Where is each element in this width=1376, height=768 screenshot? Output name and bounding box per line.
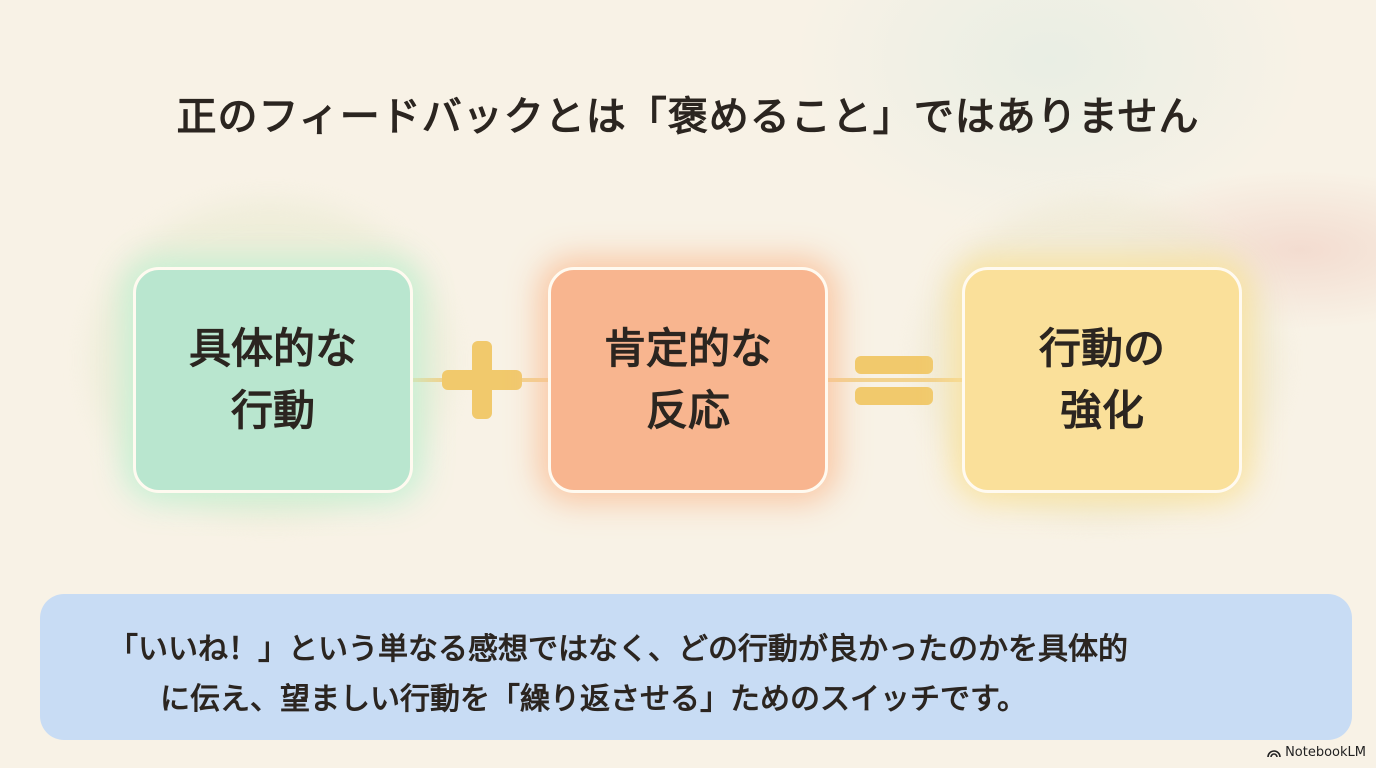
page-title: 正のフィードバックとは「褒めること」ではありません [176,94,1200,140]
description-line-2: に伝え、望ましい行動を「繰り返させる」ためのスイッチです。 [160,682,1027,717]
positive-response-box: 肯定的な反応 [548,267,828,493]
description-line-1: 「いいね！」という単なる感想ではなく、どの行動が良かったのかを具体的 [108,632,1128,667]
box-line: 反応 [645,386,730,435]
behavior-reinforcement-box: 行動の強化 [962,267,1242,493]
box-line: 強化 [1059,386,1144,435]
notebooklm-logo: NotebookLM [1267,745,1366,760]
notebooklm-icon [1267,750,1281,758]
box-line: 行動 [230,386,315,435]
box-line: 行動の [1038,324,1165,373]
box-line: 具体的な [188,324,357,373]
connector-line [828,378,962,382]
box-line: 肯定的な [603,324,772,373]
concrete-action-box: 具体的な行動 [133,267,413,493]
description-panel [40,594,1352,740]
logo-text: NotebookLM [1285,745,1366,760]
